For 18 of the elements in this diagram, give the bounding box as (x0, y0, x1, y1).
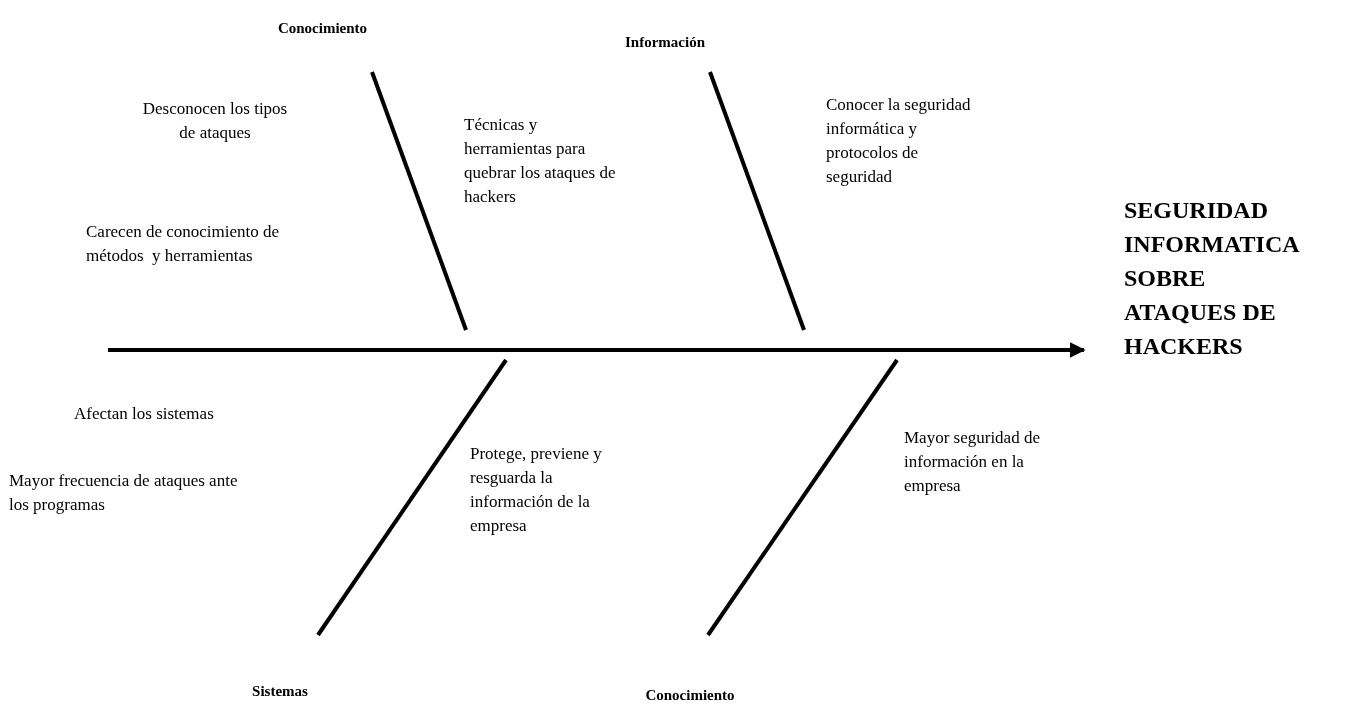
cause-text: Afectan los sistemas (74, 403, 215, 425)
cause-text: Mayor frecuencia de ataques ante los programas (9, 470, 239, 516)
category-heading: Información (600, 31, 730, 54)
effect-title: SEGURIDAD INFORMATICA SOBRE ATAQUES DE HACKERS (1124, 193, 1309, 363)
cause-text: Técnicas y herramientas para quebrar los ataques de hackers (464, 114, 617, 208)
bone-line (370, 71, 468, 331)
cause-text: Conocer la seguridad informática y protocolos de seguridad (826, 94, 972, 188)
category-heading: Sistemas (230, 680, 330, 703)
cause-text: Desconocen los tipos de ataques (141, 98, 289, 144)
spine-arrow (108, 342, 1086, 358)
category-heading: Conocimiento (625, 684, 755, 705)
cause-text: Mayor seguridad de información en la empresa (904, 427, 1041, 497)
bone-line (708, 71, 806, 331)
bone-line (706, 358, 899, 637)
cause-text: Protege, previene y resguarda la información de la empresa (470, 443, 603, 537)
category-heading: Conocimiento (250, 17, 395, 40)
cause-text: Carecen de conocimiento de métodos y herramientas (86, 221, 281, 267)
bone-line (316, 358, 508, 637)
